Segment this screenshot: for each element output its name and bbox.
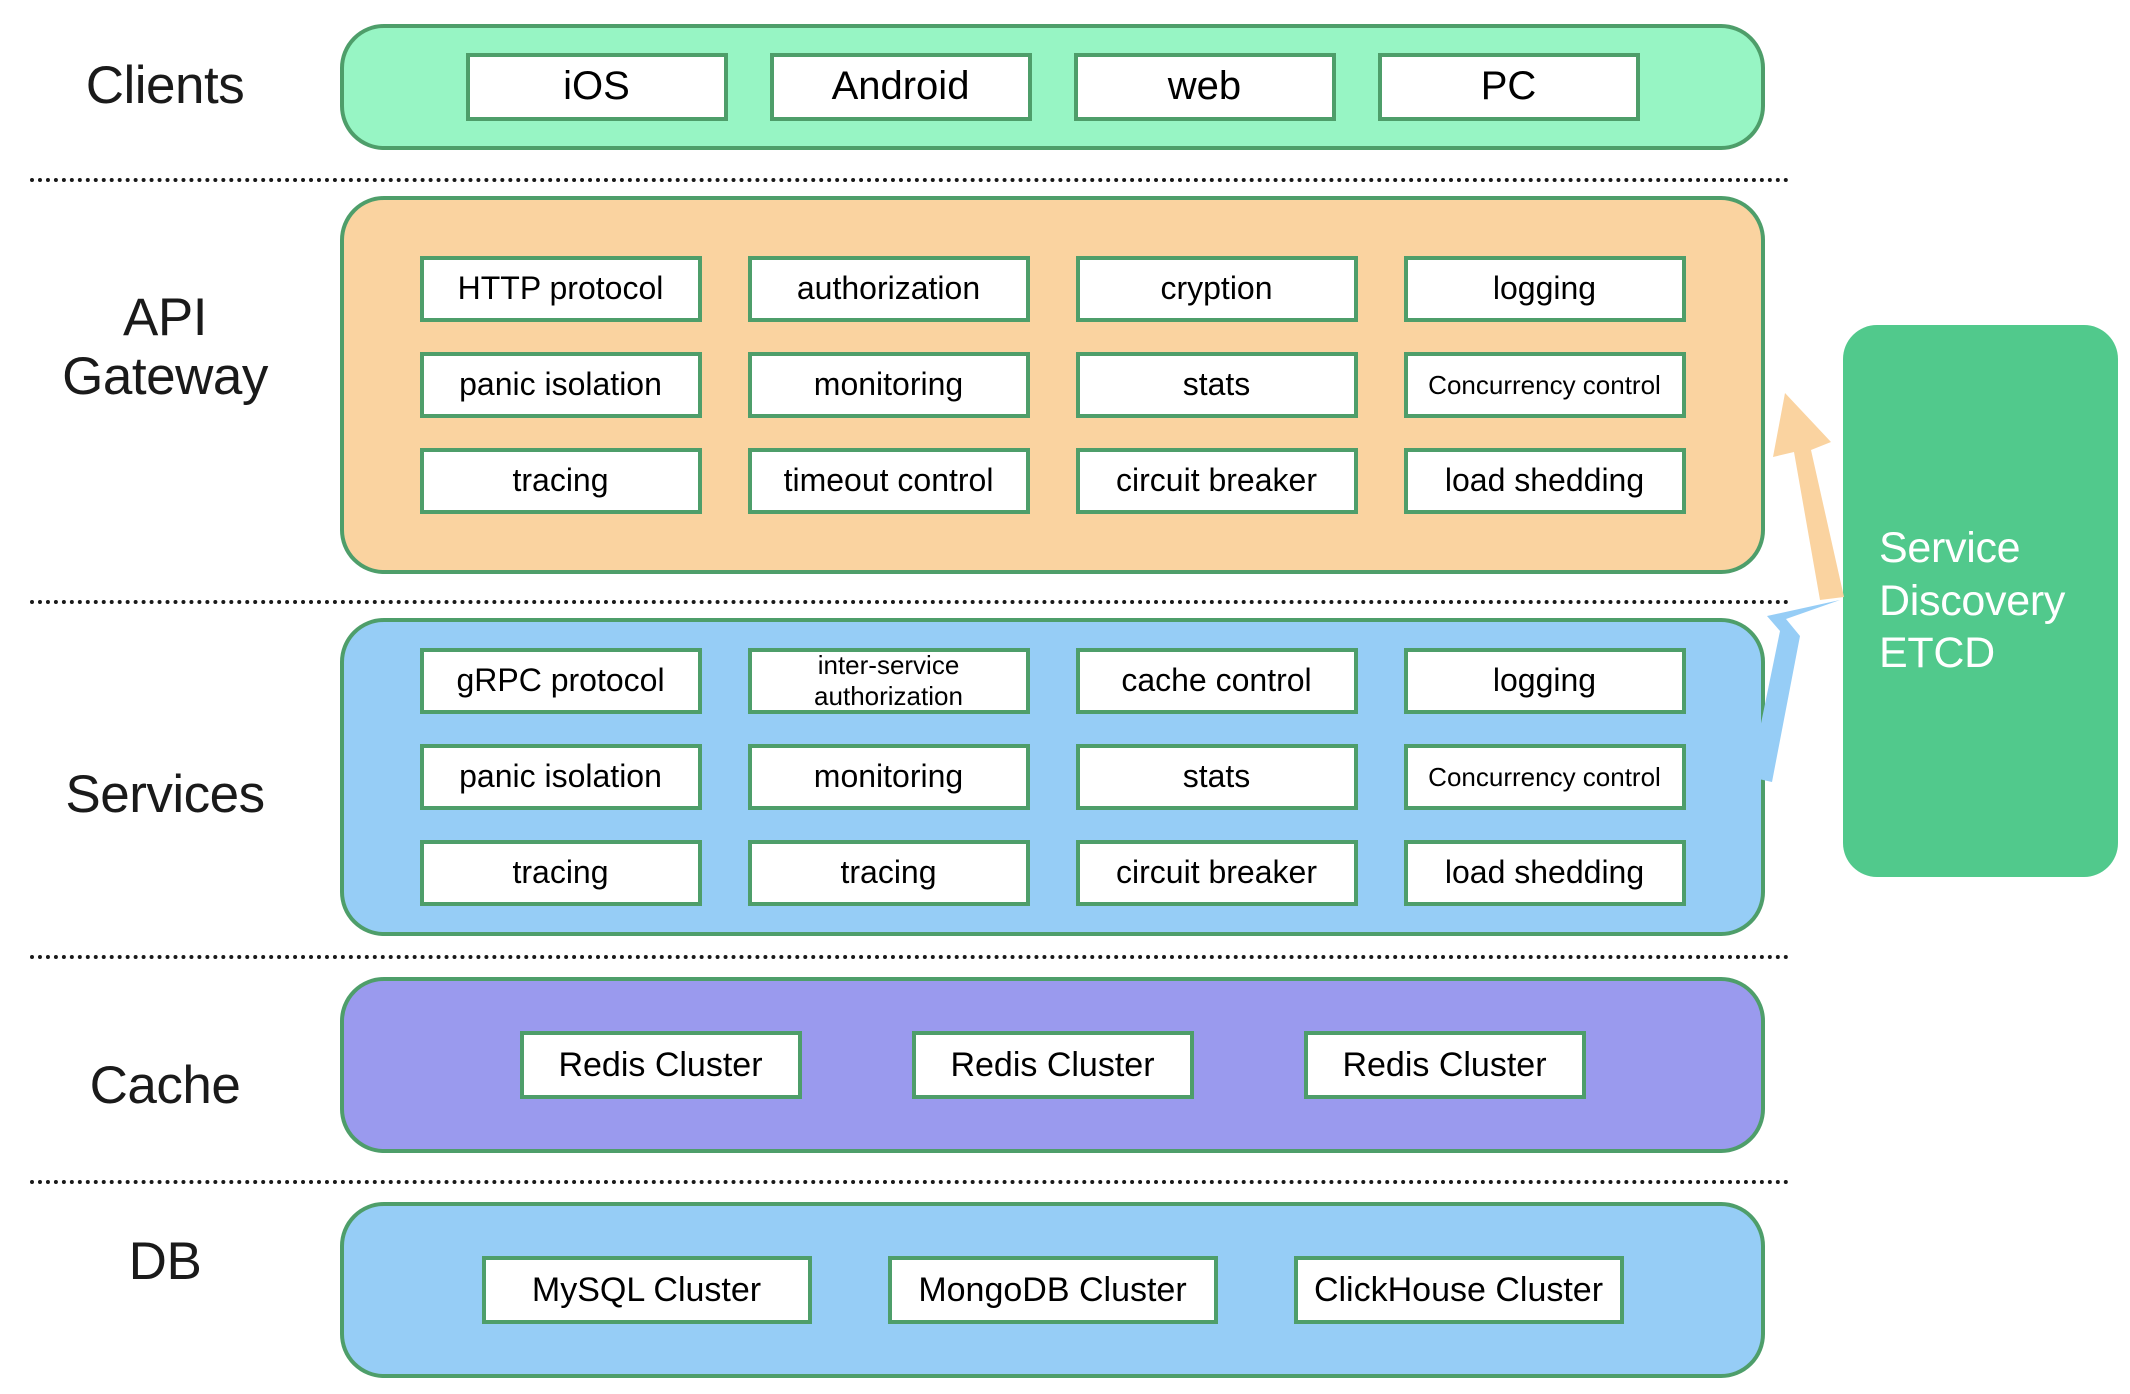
- node-ios[interactable]: iOS: [465, 53, 728, 121]
- node-redis-cluster-1[interactable]: Redis Cluster: [519, 1031, 802, 1099]
- node-clickhouse-cluster[interactable]: ClickHouse Cluster: [1293, 1256, 1624, 1324]
- node-mongodb-cluster[interactable]: MongoDB Cluster: [887, 1256, 1218, 1324]
- divider-cache-db: [30, 1180, 1790, 1184]
- layer-label-services: Services: [65, 765, 265, 824]
- node-logging[interactable]: logging: [1403, 648, 1686, 714]
- layer-band-clients: iOS Android web PC: [340, 24, 1765, 150]
- node-logging[interactable]: logging: [1403, 256, 1686, 322]
- layer-label-api-gateway: API Gateway: [0, 288, 330, 407]
- layer-row: gRPC protocol inter-service authorizatio…: [344, 648, 1761, 714]
- node-cache-control[interactable]: cache control: [1075, 648, 1358, 714]
- node-monitoring[interactable]: monitoring: [747, 352, 1030, 418]
- node-redis-cluster-2[interactable]: Redis Cluster: [911, 1031, 1194, 1099]
- node-android[interactable]: Android: [769, 53, 1032, 121]
- service-discovery-line2: Discovery: [1879, 576, 2066, 625]
- layer-band-cache: Redis Cluster Redis Cluster Redis Cluste…: [340, 977, 1765, 1153]
- arrow-gateway-to-discovery: [1773, 393, 1844, 600]
- node-tracing-2[interactable]: tracing: [747, 840, 1030, 906]
- node-concurrency-control[interactable]: Concurrency control: [1403, 744, 1686, 810]
- node-mysql-cluster[interactable]: MySQL Cluster: [481, 1256, 812, 1324]
- node-grpc-protocol[interactable]: gRPC protocol: [419, 648, 702, 714]
- node-cryption[interactable]: cryption: [1075, 256, 1358, 322]
- layer-row: tracing timeout control circuit breaker …: [344, 448, 1761, 514]
- node-stats[interactable]: stats: [1075, 744, 1358, 810]
- node-panic-isolation[interactable]: panic isolation: [419, 744, 702, 810]
- layer-label-db: DB: [128, 1232, 202, 1291]
- node-http-protocol[interactable]: HTTP protocol: [419, 256, 702, 322]
- node-timeout-control[interactable]: timeout control: [747, 448, 1030, 514]
- layer-band-services: gRPC protocol inter-service authorizatio…: [340, 618, 1765, 936]
- node-concurrency-control[interactable]: Concurrency control: [1403, 352, 1686, 418]
- node-authorization[interactable]: authorization: [747, 256, 1030, 322]
- node-circuit-breaker[interactable]: circuit breaker: [1075, 840, 1358, 906]
- layer-label-api-gateway-line1: API: [123, 288, 207, 347]
- layer-label-clients: Clients: [85, 56, 245, 115]
- divider-gateway-services: [30, 600, 1790, 604]
- service-discovery-etcd-box[interactable]: Service Discovery ETCD: [1843, 325, 2118, 877]
- layer-row: Redis Cluster Redis Cluster Redis Cluste…: [344, 1031, 1761, 1099]
- node-pc[interactable]: PC: [1377, 53, 1640, 121]
- layer-band-api-gateway: HTTP protocol authorization cryption log…: [340, 196, 1765, 574]
- node-panic-isolation[interactable]: panic isolation: [419, 352, 702, 418]
- divider-clients-gateway: [30, 178, 1790, 182]
- service-discovery-line1: Service: [1879, 524, 2021, 573]
- node-redis-cluster-3[interactable]: Redis Cluster: [1303, 1031, 1586, 1099]
- node-circuit-breaker[interactable]: circuit breaker: [1075, 448, 1358, 514]
- layer-label-api-gateway-line2: Gateway: [62, 347, 268, 407]
- node-tracing[interactable]: tracing: [419, 448, 702, 514]
- node-monitoring[interactable]: monitoring: [747, 744, 1030, 810]
- layer-band-db: MySQL Cluster MongoDB Cluster ClickHouse…: [340, 1202, 1765, 1378]
- layer-row: panic isolation monitoring stats Concurr…: [344, 352, 1761, 418]
- node-web[interactable]: web: [1073, 53, 1336, 121]
- node-inter-service-authorization[interactable]: inter-service authorization: [747, 648, 1030, 714]
- layer-row: tracing tracing circuit breaker load she…: [344, 840, 1761, 906]
- layer-row: MySQL Cluster MongoDB Cluster ClickHouse…: [344, 1256, 1761, 1324]
- node-tracing[interactable]: tracing: [419, 840, 702, 906]
- service-discovery-line3: ETCD: [1879, 629, 1995, 678]
- layer-row: iOS Android web PC: [344, 53, 1761, 121]
- node-load-shedding[interactable]: load shedding: [1403, 840, 1686, 906]
- node-load-shedding[interactable]: load shedding: [1403, 448, 1686, 514]
- layer-row: HTTP protocol authorization cryption log…: [344, 256, 1761, 322]
- node-stats[interactable]: stats: [1075, 352, 1358, 418]
- divider-services-cache: [30, 955, 1790, 959]
- layer-row: panic isolation monitoring stats Concurr…: [344, 744, 1761, 810]
- layer-label-cache: Cache: [89, 1056, 241, 1115]
